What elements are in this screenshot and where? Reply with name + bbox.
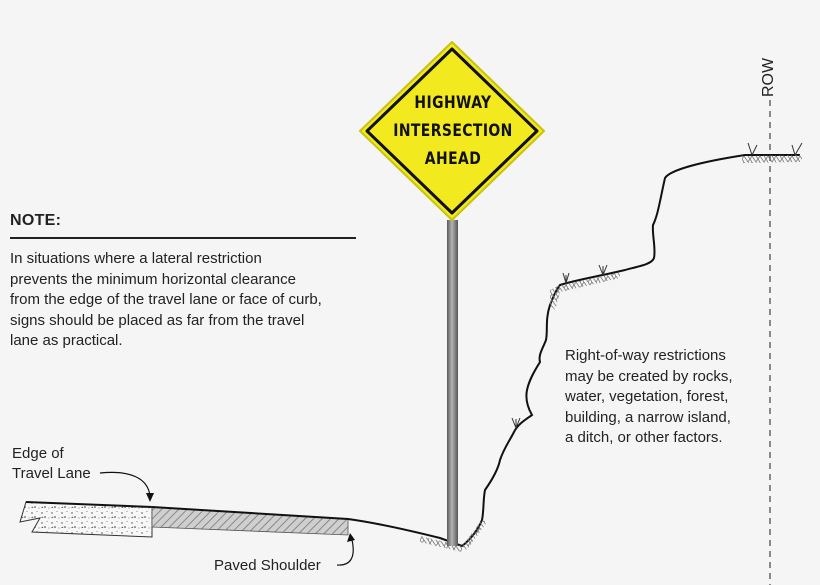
- edge-label-line1: Edge of: [12, 445, 64, 462]
- row-description-line: may be created by rocks,: [565, 367, 733, 385]
- arrow-head-shoulder: [347, 533, 355, 542]
- sign-text-line2: INTERSECTION: [393, 121, 513, 141]
- warning-sign: [359, 41, 545, 221]
- arrow-head-edge: [146, 493, 154, 502]
- row-description-line: building, a narrow island,: [565, 408, 731, 426]
- row-description: Right-of-way restrictions may be created…: [565, 346, 795, 449]
- travel-lane-slab: [19, 501, 153, 538]
- row-description-line: water, vegetation, forest,: [565, 388, 729, 405]
- note-line: signs should be placed as far from the t…: [10, 311, 305, 329]
- grass-tuft-icons: [511, 142, 803, 429]
- edge-label-line2: Travel Lane: [12, 465, 91, 482]
- note-line: In situations where a lateral restrictio…: [10, 250, 262, 267]
- note-title: NOTE:: [10, 212, 62, 229]
- row-description-line: a ditch, or other factors.: [565, 429, 723, 446]
- sign-text-line3: AHEAD: [424, 149, 482, 169]
- note-line: lane as practical.: [10, 332, 123, 349]
- paved-shoulder-label: Paved Shoulder: [214, 557, 321, 574]
- sign-post: [447, 220, 458, 546]
- note-divider: [10, 237, 356, 239]
- edge-of-travel-lane-label: Edge of Travel Lane: [12, 444, 91, 484]
- note-line: prevents the minimum horizontal clearanc…: [10, 270, 296, 288]
- soil-hatching: [420, 155, 802, 552]
- row-description-line: Right-of-way restrictions: [565, 347, 726, 364]
- terrain-profile-line: [347, 154, 800, 548]
- sign-text-line1: HIGHWAY: [414, 93, 492, 113]
- note-body: In situations where a lateral restrictio…: [10, 249, 370, 352]
- leader-arrows: [99, 471, 354, 566]
- paved-shoulder-slab: [151, 506, 349, 536]
- note-line: from the edge of the travel lane or face…: [10, 291, 322, 308]
- row-label: ROW: [760, 57, 777, 97]
